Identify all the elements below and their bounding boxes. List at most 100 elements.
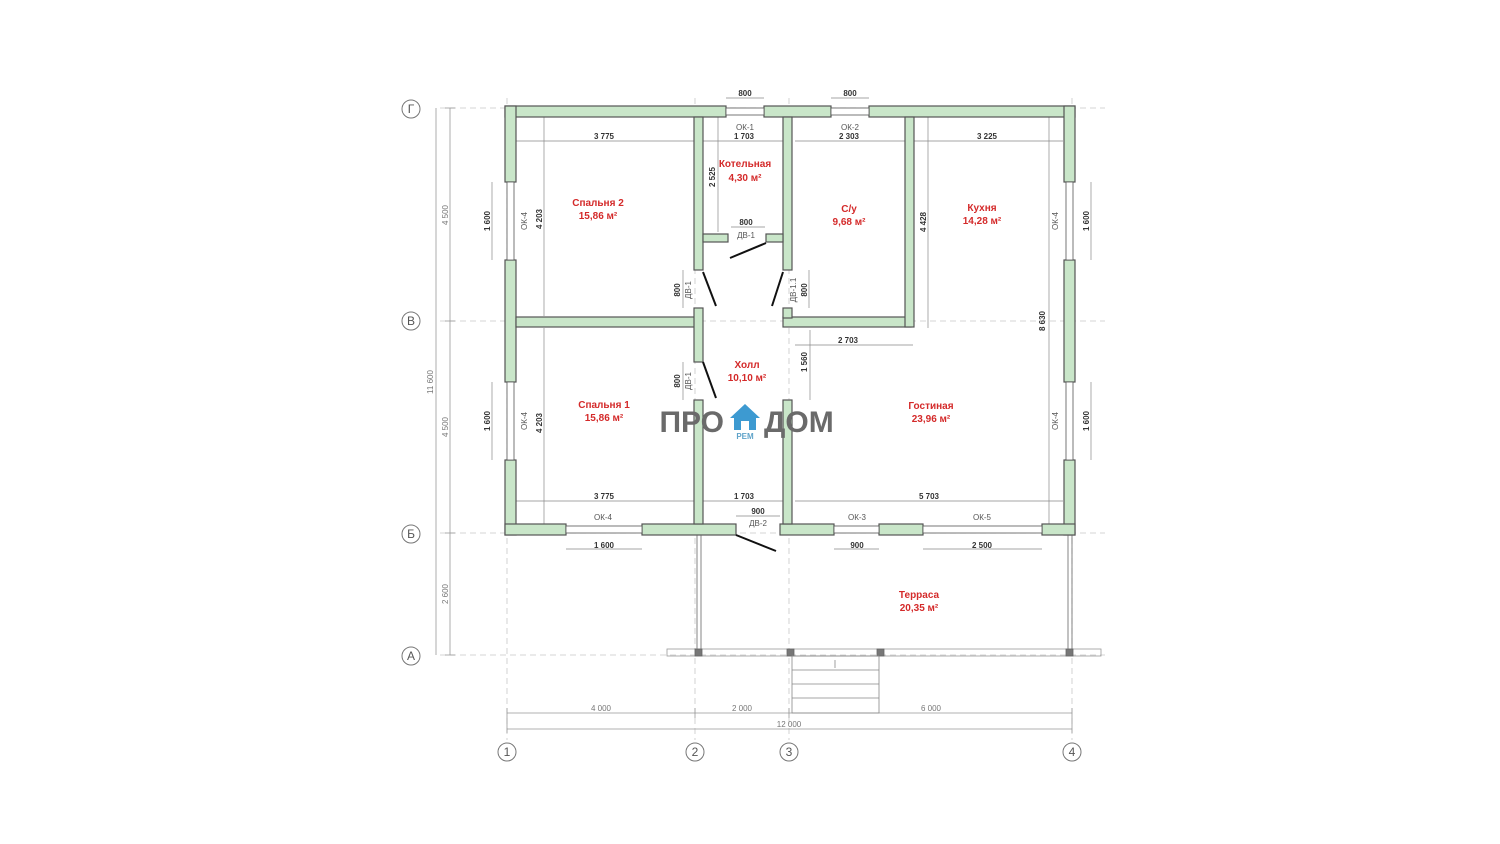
axis-col-2: 2	[685, 742, 705, 762]
stairs	[791, 655, 880, 714]
room-area: 4,30 м²	[729, 173, 763, 184]
dimension-label: 800	[673, 283, 682, 297]
outer-dimension-lines	[435, 107, 1073, 733]
dimension-label: 4 203	[535, 412, 544, 433]
terrace	[666, 535, 1102, 657]
door-tag: ДВ-1.1	[789, 277, 798, 302]
door-swings	[702, 242, 784, 552]
door-tag: ДВ-1	[684, 372, 693, 390]
dimension-label: 2 525	[708, 166, 717, 187]
window-tag: ОК-2	[841, 123, 860, 132]
dimension-label: 3 775	[594, 492, 615, 501]
logo-text-right: ДОМ	[764, 406, 834, 439]
door-tag: ДВ-1	[737, 231, 755, 240]
room-name: С/у	[841, 204, 857, 215]
room-name: Спальня 2	[572, 198, 624, 209]
room-su: С/у 9,68 м²	[833, 204, 867, 228]
dimension-label: 4 500	[441, 416, 450, 437]
walls	[504, 105, 1076, 536]
door-tag: ДВ-2	[749, 519, 767, 528]
dimension-label: 2 303	[839, 132, 860, 141]
dimension-label: 900	[850, 541, 864, 550]
axis-col-4: 4	[1062, 742, 1082, 762]
window-tag: ОК-4	[520, 211, 529, 230]
dimension-label: 2 000	[732, 704, 753, 713]
axis-row-a: А	[401, 646, 421, 666]
house-icon	[730, 404, 760, 430]
room-name: Гостиная	[908, 401, 953, 412]
interior-dimension-lines	[491, 97, 1092, 550]
room-name: Спальня 1	[578, 400, 630, 411]
dimension-label: 12 000	[777, 720, 802, 729]
room-area: 9,68 м²	[833, 217, 867, 228]
window-tag: ОК-4	[1051, 411, 1060, 430]
dimension-label: 4 428	[919, 211, 928, 232]
room-spalnya-2: Спальня 2 15,86 м²	[572, 198, 624, 222]
dimension-label: 2 500	[972, 541, 993, 550]
room-name: Котельная	[719, 159, 772, 170]
axis-col-1: 1	[497, 742, 517, 762]
window-tag: ОК-3	[848, 513, 867, 522]
dimension-label: 6 000	[921, 704, 942, 713]
room-name: Холл	[734, 360, 759, 371]
room-name: Терраса	[899, 590, 940, 601]
room-spalnya-1: Спальня 1 15,86 м²	[578, 400, 630, 424]
dimension-label: 800	[673, 374, 682, 388]
axis-label: 1	[504, 745, 511, 759]
dimension-label: 1 600	[1082, 210, 1091, 231]
axis-label: В	[407, 314, 415, 328]
logo-subtext: РЕМ	[736, 432, 754, 441]
room-kotelnaya: Котельная 4,30 м²	[719, 159, 772, 184]
axis-row-g: Г	[401, 99, 421, 119]
dimension-label: 1 703	[734, 492, 755, 501]
room-area: 14,28 м²	[963, 216, 1002, 227]
axis-row-v: В	[401, 311, 421, 331]
dimension-label: 1 703	[734, 132, 755, 141]
room-area: 23,96 м²	[912, 414, 951, 425]
dimension-label: 800	[739, 218, 753, 227]
door-tag: ДВ-1	[684, 281, 693, 299]
room-area: 15,86 м²	[579, 211, 618, 222]
axis-row-b: Б	[401, 524, 421, 544]
room-terrasa: Терраса 20,35 м²	[899, 590, 940, 614]
dimension-label: 800	[800, 283, 809, 297]
axis-label: 3	[786, 745, 793, 759]
dimension-label: 800	[843, 89, 857, 98]
room-gostinaya: Гостиная 23,96 м²	[908, 401, 953, 425]
dimension-label: 2 703	[838, 336, 859, 345]
dimension-label: 1 560	[800, 351, 809, 372]
dimension-label: 900	[751, 507, 765, 516]
dimension-label: 800	[738, 89, 752, 98]
room-area: 20,35 м²	[900, 603, 939, 614]
dimension-label: 1 600	[1082, 410, 1091, 431]
dimension-label: 1 600	[594, 541, 615, 550]
window-tag: ОК-4	[1051, 211, 1060, 230]
dimension-label: 3 775	[594, 132, 615, 141]
windows	[506, 107, 1074, 534]
window-tag: ОК-4	[594, 513, 613, 522]
dimension-label: 4 203	[535, 208, 544, 229]
pro-dom-logo: ПРО РЕМ ДОМ	[659, 404, 834, 441]
room-holl: Холл 10,10 м²	[728, 360, 767, 384]
room-kuxnya: Кухня 14,28 м²	[963, 203, 1002, 227]
dimension-label: 2 600	[441, 583, 450, 604]
window-tag: ОК-5	[973, 513, 992, 522]
dimension-label: 3 225	[977, 132, 998, 141]
axis-label: 4	[1069, 745, 1076, 759]
room-area: 15,86 м²	[585, 413, 624, 424]
axis-label: 2	[692, 745, 699, 759]
room-area: 10,10 м²	[728, 373, 767, 384]
window-tag: ОК-1	[736, 123, 755, 132]
axis-label: Б	[407, 527, 415, 541]
dimension-label: 4 500	[441, 204, 450, 225]
dimension-label: 4 000	[591, 704, 612, 713]
dimension-label: 11 600	[426, 370, 435, 394]
axis-label: Г	[408, 102, 415, 116]
dimension-label: 8 630	[1038, 310, 1047, 331]
axis-col-3: 3	[779, 742, 799, 762]
dimension-label: 1 600	[483, 210, 492, 231]
dimension-label: 1 600	[483, 410, 492, 431]
axis-label: А	[407, 649, 415, 663]
window-tag: ОК-4	[520, 411, 529, 430]
